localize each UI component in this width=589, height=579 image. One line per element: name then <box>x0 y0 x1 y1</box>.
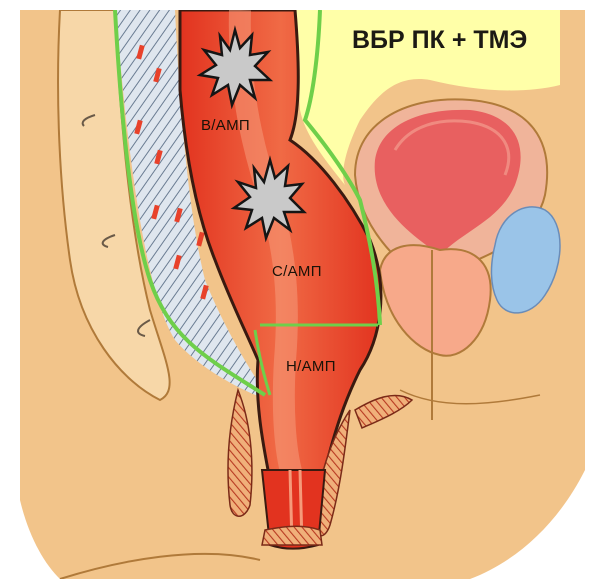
lower-ampulla-label: Н/АМП <box>286 358 336 375</box>
diagram-title: ВБР ПК + ТМЭ <box>352 26 527 55</box>
middle-ampulla-label: С/АМП <box>272 263 322 280</box>
upper-ampulla-label: В/АМП <box>201 117 250 134</box>
